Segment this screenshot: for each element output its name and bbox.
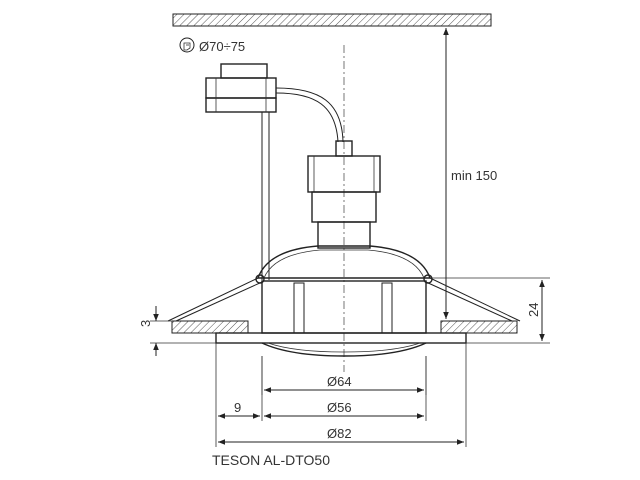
lamp-socket	[307, 140, 381, 249]
thickness-3-label: 3	[138, 320, 153, 327]
ceiling-panel-right	[440, 320, 518, 334]
lens	[261, 342, 427, 357]
hole-saw-icon	[179, 37, 195, 53]
cutout-label: Ø70÷75	[199, 39, 245, 54]
ceiling	[172, 13, 492, 27]
d56-label: Ø56	[327, 400, 352, 415]
height-24-label: 24	[526, 303, 541, 317]
d64-label: Ø64	[327, 374, 352, 389]
terminal-block	[205, 63, 277, 280]
spring-clip-right	[423, 274, 521, 322]
extension-lines	[150, 277, 550, 447]
cable	[275, 87, 344, 143]
min-height-label: min 150	[451, 168, 497, 183]
dome-housing	[257, 245, 431, 279]
offset-9-label: 9	[234, 400, 241, 415]
spring-clip-left	[167, 274, 265, 322]
product-title: TESON AL-DTO50	[212, 452, 330, 468]
d82-label: Ø82	[327, 426, 352, 441]
ceiling-panel-left	[171, 320, 249, 334]
trim-ring	[215, 332, 467, 344]
